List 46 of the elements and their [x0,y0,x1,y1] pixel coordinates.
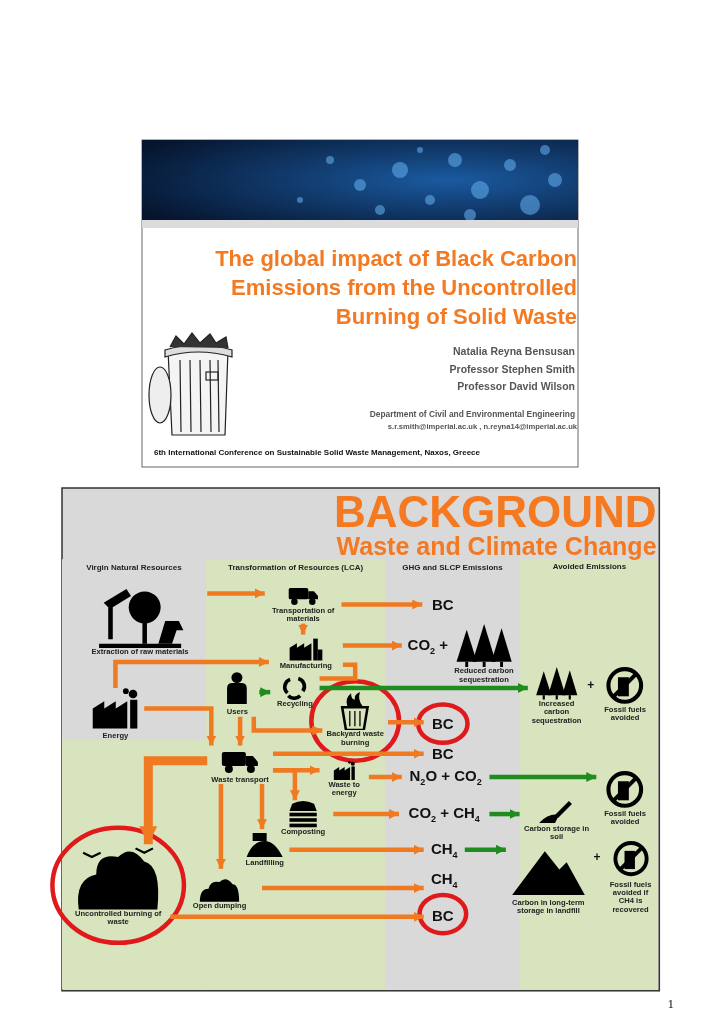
arrow [333,809,399,820]
emission-label: N$_{2}$O + CO$_{2}$ [409,767,482,788]
conference-name: 6th International Conference on Sustainable Solid Waste Management, Naxos, Greece [154,448,480,457]
arrow [207,588,265,599]
arrow [298,623,309,635]
arrow [489,809,520,820]
arrow [464,844,506,855]
arrow [144,706,217,746]
arrow [170,911,424,922]
arrow [257,783,267,830]
arrow [139,756,208,845]
emission-label: CH$_{4}$ [430,839,458,860]
arrow [342,640,402,651]
author-name: Natalia Reyna Bensusan [453,345,575,357]
emission-label: BC [432,595,454,613]
arrow [289,844,424,855]
arrow [273,767,300,801]
arrow [113,657,269,688]
slide-title: The global impact of Black Carbon Emissions from the Uncontrolled Burning of Solid Waste [214,245,577,331]
column-header: Virgin Natural Resources [86,563,182,573]
emission-label: BC [432,715,454,733]
emission-label: BC [432,906,454,924]
column-header: GHG and SLCP Emissions [402,563,503,573]
arrow [273,748,424,759]
arrow [235,716,246,746]
arrow [341,599,423,610]
arrow [388,717,424,728]
arrow [259,687,271,698]
column-header: Avoided Emissions [552,561,627,571]
emission-label: CH$_{4}$ [430,869,458,890]
emission-label: CO$_{2}$ + CH$_{4}$ [408,804,480,825]
arrow [262,883,424,894]
column-header: Transformation of Resources (LCA) [228,563,364,573]
arrow [251,716,323,736]
author-name: Professor David Wilson [457,380,575,392]
emission-label: BC [432,745,454,763]
plus-sign: + [587,678,595,693]
plus-sign: + [593,849,601,864]
page-number: 1 [667,996,674,1011]
arrow [319,683,528,693]
arrow [489,772,597,783]
arrow [215,783,226,869]
author-name: Professor Stephen Smith [449,363,575,375]
arrow [368,772,402,783]
emission-label: CO$_{2}$ + [407,635,448,656]
department-name: Department of Civil and Environmental Engineering [369,409,575,419]
